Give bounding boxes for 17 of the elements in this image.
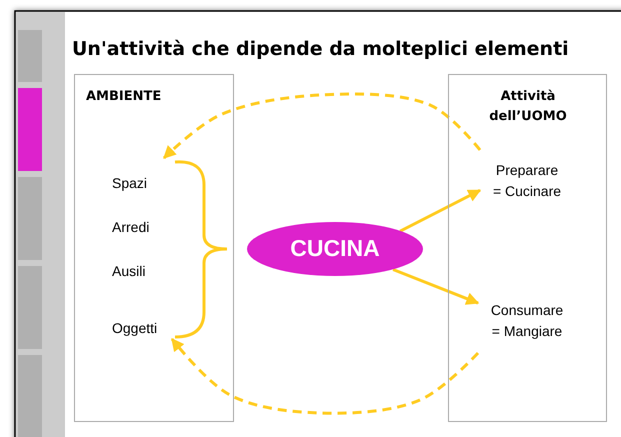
ellipse-node	[247, 222, 423, 276]
item-label: Ausili	[112, 262, 146, 281]
panel-box	[74, 74, 234, 422]
arrow	[170, 338, 480, 415]
item-label: Arredi	[112, 218, 150, 237]
title: Un'attività che dipende da molteplici elementi	[72, 38, 569, 60]
arrow	[399, 188, 482, 233]
activity-label: Consumare = Mangiare	[490, 301, 564, 341]
arrow	[162, 92, 482, 160]
panel-box	[448, 74, 607, 422]
arrow	[392, 268, 480, 305]
panel-heading: Attività dell’UOMO	[488, 88, 568, 126]
item-label: Oggetti	[112, 319, 158, 338]
activity-label: Preparare = Cucinare	[492, 161, 562, 201]
item-label: Spazi	[112, 174, 148, 193]
panel-heading: AMBIENTE	[86, 88, 162, 106]
ellipse-label: CUCINA	[289, 235, 381, 262]
